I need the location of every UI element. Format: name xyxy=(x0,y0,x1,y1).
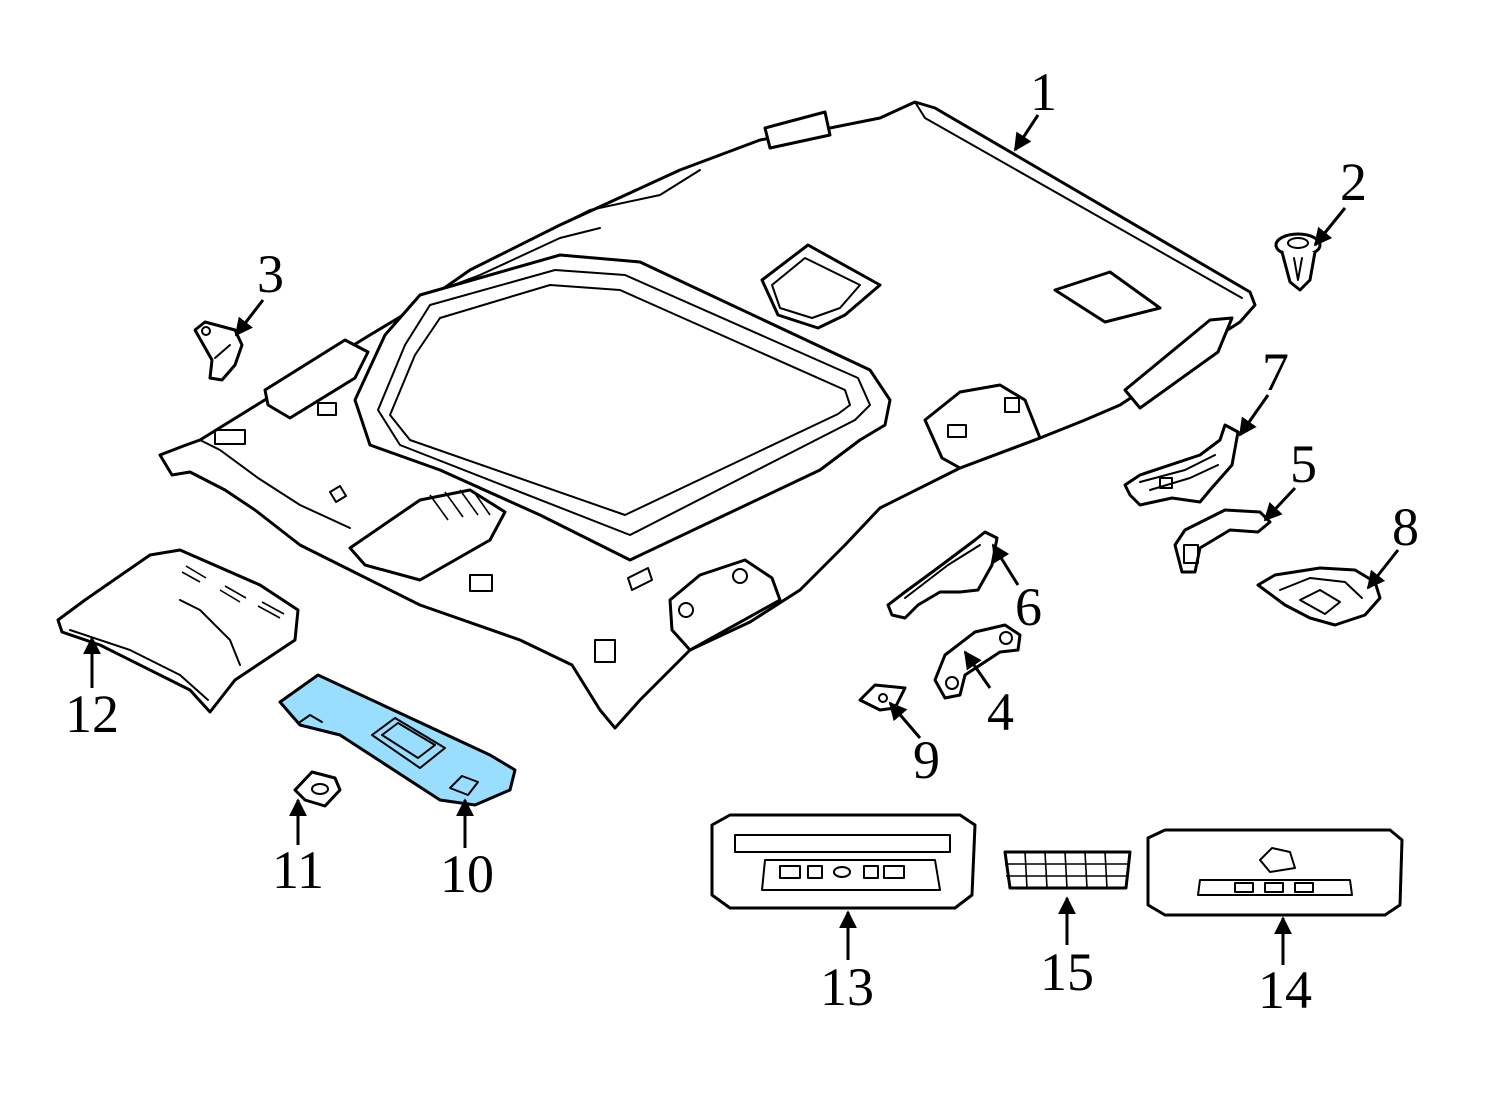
bracket-part-9[interactable] xyxy=(858,683,907,712)
bracket-part-3[interactable] xyxy=(193,320,244,382)
callout-10: 10 xyxy=(440,844,494,904)
callout-2: 2 xyxy=(1340,152,1367,212)
leader-8 xyxy=(1366,549,1400,590)
callout-7: 7 xyxy=(1262,342,1289,402)
leader-1 xyxy=(1013,114,1040,152)
overhead-console-part-13[interactable] xyxy=(710,813,977,910)
leader-lines xyxy=(83,114,1400,965)
leader-5 xyxy=(1263,486,1297,522)
grab-handle-part-5[interactable] xyxy=(1173,508,1272,574)
callout-4: 4 xyxy=(987,682,1014,742)
callout-1: 1 xyxy=(1030,62,1057,122)
overhead-console-part-14[interactable] xyxy=(1146,828,1404,917)
leader-7 xyxy=(1238,394,1270,437)
leader-2 xyxy=(1313,207,1347,247)
sun-visor-part-10[interactable] xyxy=(278,673,517,807)
callout-13: 13 xyxy=(820,957,874,1017)
leader-3 xyxy=(234,299,265,337)
clip-part-11[interactable] xyxy=(293,770,342,808)
clip-part-2[interactable] xyxy=(1274,232,1322,292)
headliner-part[interactable] xyxy=(158,100,1257,730)
callout-6: 6 xyxy=(1015,577,1042,637)
callout-3: 3 xyxy=(257,244,284,304)
leader-4 xyxy=(963,650,992,689)
bracket-part-7[interactable] xyxy=(1123,423,1240,507)
callout-numbers: 1 2 3 4 5 6 7 8 9 10 11 12 13 14 15 xyxy=(65,62,1419,1020)
grille-part-15[interactable] xyxy=(1003,850,1132,890)
callout-5: 5 xyxy=(1290,434,1317,494)
callout-8: 8 xyxy=(1392,497,1419,557)
cover-part-8[interactable] xyxy=(1256,566,1382,627)
callout-11: 11 xyxy=(272,840,324,900)
callout-15: 15 xyxy=(1040,942,1094,1002)
callout-14: 14 xyxy=(1258,960,1312,1020)
leader-6 xyxy=(991,543,1020,586)
callout-9: 9 xyxy=(913,730,940,790)
callout-12: 12 xyxy=(65,684,119,744)
leader-9 xyxy=(888,701,922,739)
handle-bracket-part-6[interactable] xyxy=(886,530,999,620)
